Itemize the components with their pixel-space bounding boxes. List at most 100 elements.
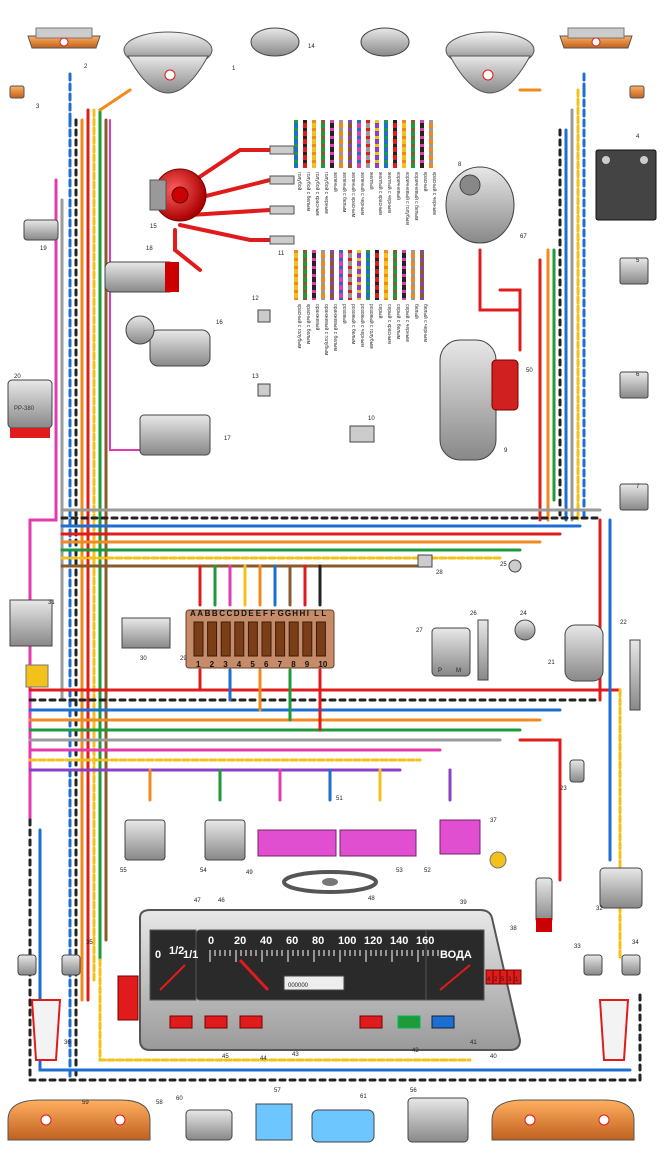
component-callouts: 1234567891011121314151617181920212223242… bbox=[14, 44, 640, 1106]
horn-left bbox=[250, 27, 300, 57]
callout-number: 41 bbox=[470, 1040, 477, 1046]
legend-label: красный с черным bbox=[431, 172, 438, 215]
switch-55 bbox=[124, 819, 166, 861]
callout-number: 20 bbox=[14, 374, 21, 380]
callout-number: 44 bbox=[260, 1056, 267, 1062]
callout-number: 45 bbox=[222, 1054, 229, 1060]
fuse-top-label: L bbox=[321, 609, 326, 618]
wire-legend-swatches-2 bbox=[294, 250, 424, 300]
legend-label: оранжевый bbox=[314, 304, 321, 330]
fuse-bottom-label: 1 bbox=[196, 660, 201, 669]
callout-number: 40 bbox=[490, 1054, 497, 1060]
relay-30 bbox=[121, 617, 171, 649]
callout-number: 5 bbox=[636, 258, 640, 264]
fuse-bottom-label: 10 bbox=[318, 660, 327, 669]
callout-number: 32 bbox=[596, 906, 603, 912]
callout-number: 58 bbox=[156, 1100, 163, 1106]
ignition-coil-27: P M bbox=[431, 627, 471, 677]
callout-number: 21 bbox=[548, 660, 555, 666]
switch-54 bbox=[204, 819, 246, 861]
callout-number: 2 bbox=[84, 64, 88, 70]
callout-number: 1 bbox=[232, 66, 236, 72]
fuse-bottom-label: 7 bbox=[278, 660, 283, 669]
ignition-distributor bbox=[149, 168, 207, 222]
callout-number: 9 bbox=[504, 448, 508, 454]
callout-number: 12 bbox=[252, 296, 259, 302]
rear-light-right bbox=[491, 1099, 635, 1141]
relay-right-1 bbox=[619, 257, 649, 285]
callout-number: 8 bbox=[458, 162, 462, 168]
legend-label: серый с белым bbox=[395, 304, 402, 340]
callout-number: 36 bbox=[64, 1040, 71, 1046]
legend-label: зеленый bbox=[332, 172, 339, 192]
dome-lamp-right-36 bbox=[598, 999, 630, 1061]
ignition-coil bbox=[104, 261, 179, 293]
callout-number: 47 bbox=[194, 898, 201, 904]
callout-number: 55 bbox=[120, 868, 127, 874]
callout-number: 13 bbox=[252, 374, 259, 380]
callout-number: 67 bbox=[520, 234, 527, 240]
fuse-top-label: E bbox=[248, 609, 254, 618]
fuse bbox=[247, 621, 258, 657]
speed-tick-label: 160 bbox=[416, 935, 434, 947]
callout-number: 56 bbox=[410, 1088, 417, 1094]
speed-tick-label: 120 bbox=[364, 935, 382, 947]
callout-number: 34 bbox=[632, 940, 639, 946]
motor-21 bbox=[564, 624, 604, 682]
fuse-top-label: C bbox=[227, 609, 233, 618]
speed-tick-label: 80 bbox=[312, 935, 324, 947]
callout-number: 57 bbox=[274, 1088, 281, 1094]
fuse-top-label: A bbox=[190, 609, 196, 618]
callout-number: 23 bbox=[560, 786, 567, 792]
rear-light-left bbox=[7, 1099, 151, 1141]
callout-number: 39 bbox=[460, 900, 467, 906]
legend-label: красный с белым bbox=[305, 304, 312, 345]
horn-relay-32 bbox=[599, 867, 643, 909]
connector-block-49 bbox=[257, 829, 337, 857]
fuse bbox=[234, 621, 245, 657]
interior-lamp-left-35 bbox=[61, 954, 81, 976]
heater-relay bbox=[139, 414, 211, 456]
bulb-37 bbox=[489, 851, 507, 869]
callout-number: 16 bbox=[216, 320, 223, 326]
coil-m-label: M bbox=[456, 668, 461, 674]
legend-label: красный bbox=[422, 172, 429, 192]
legend-label: оранжевый с голубым bbox=[323, 304, 330, 356]
plate-lamp-60 bbox=[185, 1109, 233, 1141]
temp-needle bbox=[439, 964, 471, 991]
connector-block-37 bbox=[439, 819, 481, 855]
callout-number: 14 bbox=[308, 44, 315, 50]
horn-right bbox=[360, 27, 410, 57]
callout-number: 35 bbox=[86, 940, 93, 946]
headlight-right bbox=[445, 31, 535, 94]
legend-label: серый bbox=[377, 304, 384, 319]
callout-number: 27 bbox=[416, 628, 423, 634]
callout-number: 19 bbox=[40, 246, 47, 252]
callout-number: 48 bbox=[368, 896, 375, 902]
headlight-left bbox=[123, 31, 213, 94]
voltage-regulator: PP-380 bbox=[7, 379, 53, 438]
fuse-top-label: C bbox=[219, 609, 225, 618]
wiper-switch bbox=[9, 599, 53, 647]
callout-number: 46 bbox=[218, 898, 225, 904]
callout-number: 26 bbox=[470, 611, 477, 617]
fuse bbox=[207, 621, 218, 657]
callout-number: 17 bbox=[224, 436, 231, 442]
fuse bbox=[275, 621, 286, 657]
wire-legend-swatches-1 bbox=[294, 120, 433, 168]
legend-label: голубой bbox=[296, 172, 303, 191]
legend-label: розовый с черным bbox=[359, 304, 366, 347]
fuse-top-label: B bbox=[212, 609, 218, 618]
side-repeater-left bbox=[27, 27, 101, 49]
fuel-tank-sensor-56 bbox=[407, 1097, 469, 1143]
steering-wheel bbox=[282, 870, 378, 894]
callout-number: 53 bbox=[396, 868, 403, 874]
coil-p-label: P bbox=[438, 668, 442, 674]
speed-tick-label: 0 bbox=[208, 935, 214, 947]
legend-label: белый bbox=[413, 304, 420, 319]
